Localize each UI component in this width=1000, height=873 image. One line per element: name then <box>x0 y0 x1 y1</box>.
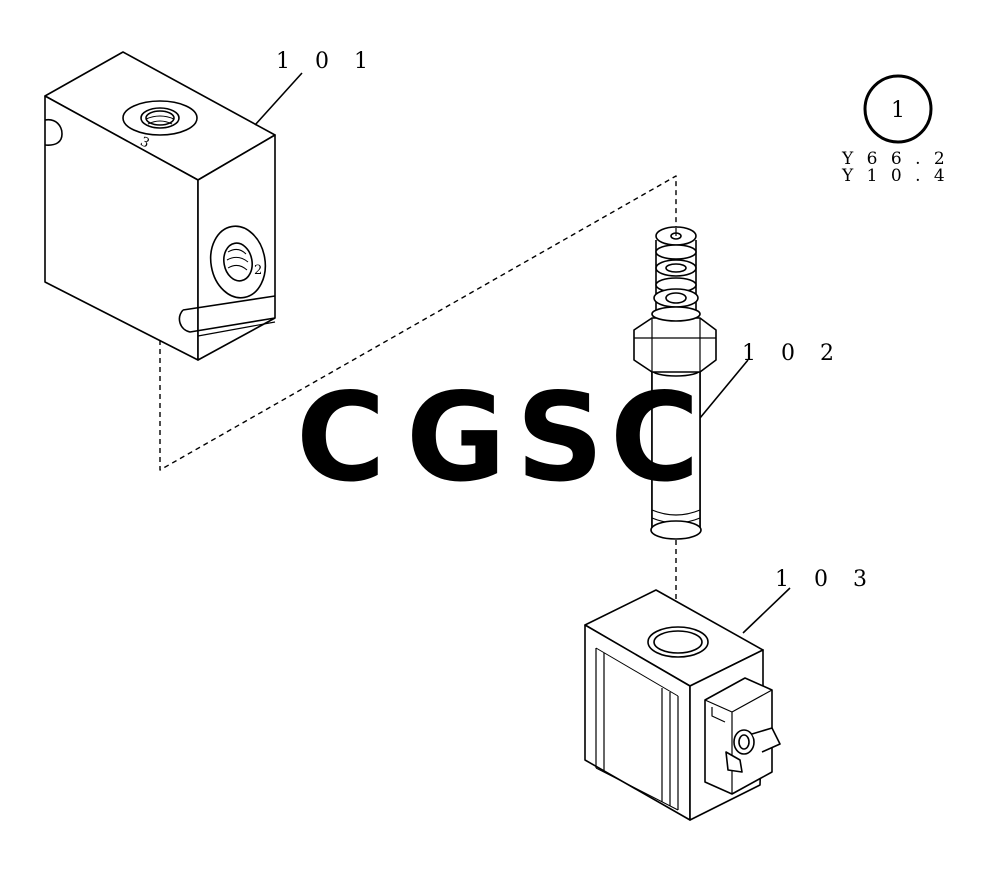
reference-marker: 1 Y 6 6 . 2 Y 1 0 . 4 <box>841 74 949 186</box>
callout-102: 1 0 2 <box>742 341 843 366</box>
reference-code-1: Y 6 6 . 2 <box>841 149 949 169</box>
solenoid-coil-part <box>584 589 781 821</box>
watermark-logo: C G S C <box>296 367 700 509</box>
callout-101-leader <box>254 72 303 126</box>
callout-101: 1 0 1 <box>276 49 377 74</box>
callout-103: 1 0 3 <box>775 567 876 592</box>
cartridge-valve-part <box>633 226 717 540</box>
assembly-dashed-line <box>159 175 677 471</box>
port-2 <box>209 225 267 299</box>
port-2-label: 2 <box>254 263 262 278</box>
port-3 <box>122 100 198 136</box>
callout-103-leader <box>742 587 791 634</box>
watermark-letter-c1: C <box>296 367 386 509</box>
reference-code-2: Y 1 0 . 4 <box>841 166 949 186</box>
valve-block-part: 3 2 <box>44 51 276 361</box>
reference-marker-number: 1 <box>891 98 905 123</box>
watermark-letter-c2: C <box>610 367 700 509</box>
watermark-letter-s: S <box>516 367 604 509</box>
callout-102-leader <box>699 359 749 419</box>
watermark-letter-g: G <box>406 367 506 509</box>
